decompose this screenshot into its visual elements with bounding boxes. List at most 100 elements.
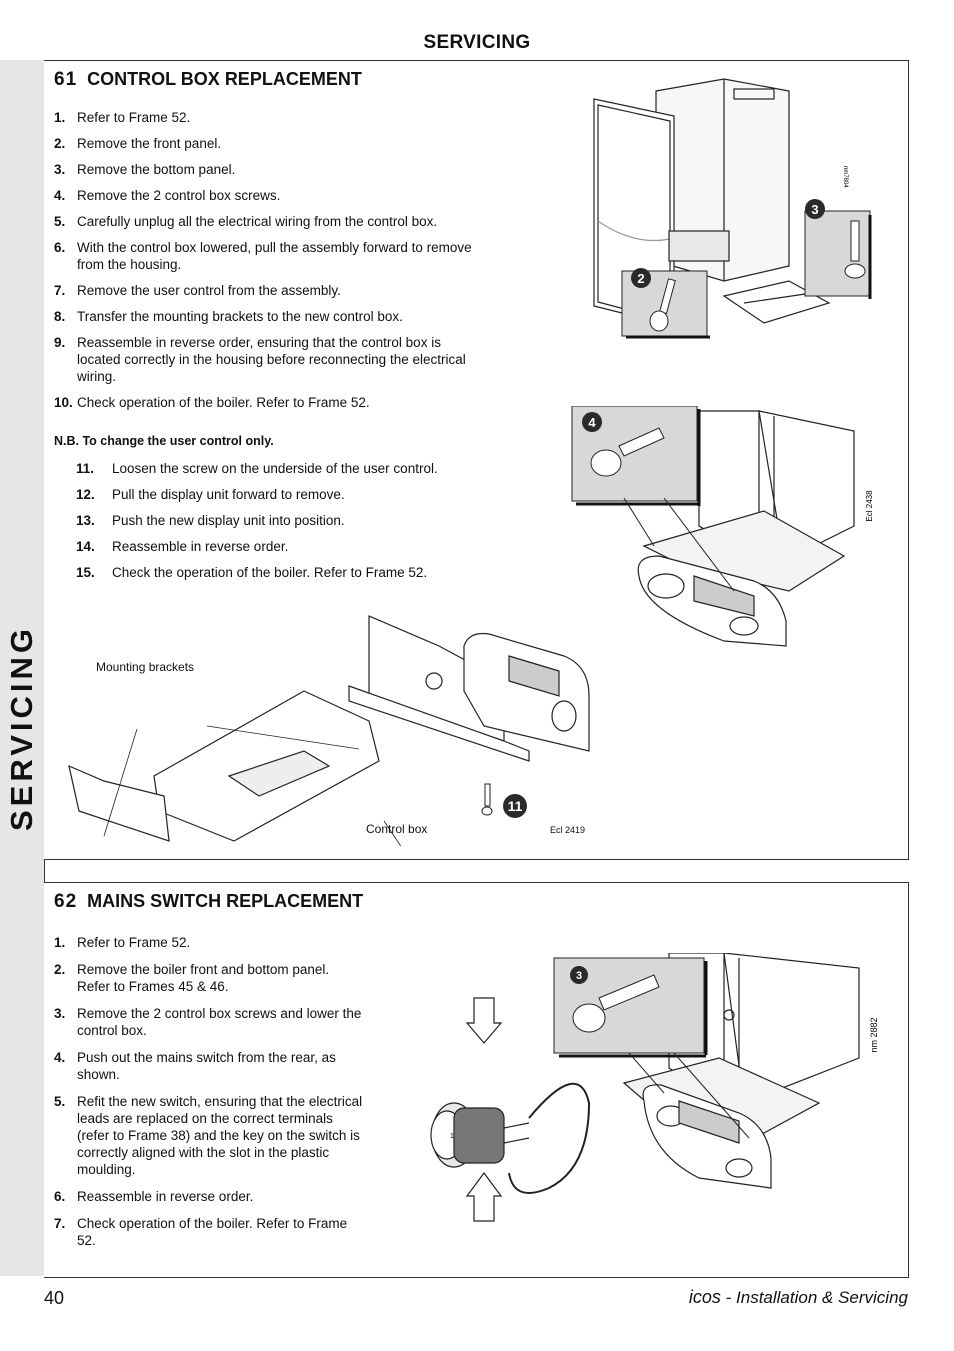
step-number: 10.: [54, 395, 73, 410]
step-item: 4.Remove the 2 control box screws.: [54, 187, 479, 204]
inset-screw-2: 2: [621, 268, 710, 339]
footer-title-text: - Installation & Servicing: [720, 1288, 908, 1307]
page-number: 40: [44, 1288, 65, 1308]
step-text: Check the operation of the boiler. Refer…: [112, 565, 428, 580]
step-item: 10.Check operation of the boiler. Refer …: [54, 394, 479, 411]
frame-62-title: MAINS SWITCH REPLACEMENT: [87, 891, 364, 911]
step-number: 7.: [54, 1216, 66, 1231]
leader-line-mounting-brackets-2: [103, 728, 138, 837]
frame-62-mains-switch-replacement: 62 MAINS SWITCH REPLACEMENT 1. Refer to Fr…: [44, 882, 909, 1278]
step-item: 6.With the control box lowered, pull the…: [54, 239, 479, 273]
step-text: Check operation of the boiler. Refer to …: [77, 1216, 348, 1248]
substep-item: 14. Reassemble in reverse order.: [54, 538, 494, 555]
frame-61-title: CONTROL BOX REPLACEMENT: [87, 69, 362, 89]
step-text: Push the new display unit into position.: [112, 513, 345, 528]
step-item: 4. Push out the mains switch from the rea…: [54, 1049, 364, 1083]
step-number: 13.: [76, 513, 95, 528]
step-text: Refer to Frame 52.: [77, 935, 191, 950]
badge-3-label: 3: [811, 202, 818, 217]
step-text: Pull the display unit forward to remove.: [112, 487, 345, 502]
frame-62-number: 62: [54, 891, 78, 912]
frame-62-step-list: 1. Refer to Frame 52. 2.Remove the boiler…: [54, 934, 364, 1249]
step-number: 7.: [54, 283, 66, 298]
step-item: 2. Remove the front panel.: [54, 135, 479, 152]
step-number: 6.: [54, 1189, 66, 1204]
step-text: Remove the 2 control box screws.: [77, 188, 281, 203]
step-text: Transfer the mounting brackets to the ne…: [77, 309, 403, 324]
step-text: Push out the mains switch from the rear,…: [77, 1050, 336, 1082]
step-number: 1.: [54, 110, 66, 125]
step-text: Refer to Frame 52.: [77, 110, 191, 125]
step-number: 14.: [76, 539, 95, 554]
badge-2: [631, 268, 651, 288]
diagram-ref-ecl2419: Ecl 2419: [550, 825, 586, 835]
step-number: 2.: [54, 962, 66, 977]
step-text: Remove the 2 control box screws and lowe…: [77, 1006, 362, 1038]
step-number: 5.: [54, 214, 66, 229]
step-number: 6.: [54, 240, 66, 255]
callout-mounting-brackets: Mounting brackets: [96, 660, 195, 674]
leader-line-mounting-brackets: [206, 725, 360, 750]
step-item: 9. Reassemble in reverse order, ensuring …: [54, 334, 479, 385]
step-item: 3. Remove the bottom panel.: [54, 161, 479, 178]
step-text: Loosen the screw on the underside of the…: [112, 461, 438, 476]
step-item: 7. Check operation of the boiler. Refer t…: [54, 1215, 364, 1249]
leader-line-control-box: [383, 820, 402, 846]
frame-61-substep-list: 11. Loosen the screw on the underside of …: [54, 460, 494, 581]
step-item: 2.Remove the boiler front and bottom pan…: [54, 961, 364, 995]
step-number: 4.: [54, 1050, 66, 1065]
step-number: 3.: [54, 1006, 66, 1021]
frame-61-heading: 61 CONTROL BOX REPLACEMENT: [54, 69, 362, 91]
page-header-title: SERVICING: [423, 32, 531, 53]
inset-screw-3: 3: [804, 199, 872, 299]
step-item: 8. Transfer the mounting brackets to the …: [54, 308, 479, 325]
step-number: 12.: [76, 487, 95, 502]
mains-switch-diagram: 1 nm 2882 3: [430, 953, 879, 1222]
user-control-diagram: Ecl 2438 4: [571, 406, 874, 647]
badge-4: [582, 412, 602, 432]
badge-4-label: 4: [588, 415, 596, 430]
switch-icon: 1: [450, 1133, 454, 1140]
step-text: Remove the front panel.: [77, 136, 222, 151]
brand-name: icos: [688, 1287, 721, 1307]
callout-control-box: Control box: [366, 822, 428, 836]
badge-11-label: 11: [508, 798, 523, 814]
step-number: 15.: [76, 565, 95, 580]
badge-3-frame62: [570, 966, 588, 984]
boiler-panels-diagram: nm7804 3 2: [593, 78, 872, 339]
step-item: 7. Remove the user control from the assem…: [54, 282, 479, 299]
step-item: 5.Refit the new switch, ensuring that th…: [54, 1093, 364, 1178]
step-number: 9.: [54, 335, 66, 350]
step-number: 1.: [54, 935, 66, 950]
step-item: 6.Reassemble in reverse order.: [54, 1188, 364, 1205]
step-text: Remove the bottom panel.: [77, 162, 236, 177]
step-number: 3.: [54, 162, 66, 177]
step-text: Carefully unplug all the electrical wiri…: [77, 214, 438, 229]
substep-item: 13. Push the new display unit into positi…: [54, 512, 494, 529]
step-number: 5.: [54, 1094, 66, 1109]
step-number: 8.: [54, 309, 66, 324]
step-number: 2.: [54, 136, 66, 151]
step-number: 11.: [76, 461, 95, 476]
frame-61-number: 61: [54, 69, 78, 90]
step-item: 3. Remove the 2 control box screws and lo…: [54, 1005, 364, 1039]
step-text: Reassemble in reverse order, ensuring th…: [77, 335, 466, 384]
frame-61-step-list: 1. Refer to Frame 52. 2. Remove the front …: [54, 109, 479, 411]
nb-note: N.B. To change the user control only.: [54, 434, 274, 448]
step-text: Reassemble in reverse order.: [112, 539, 289, 554]
screw-icon: [481, 783, 493, 816]
substep-item: 15. Check the operation of the boiler. Re…: [54, 564, 494, 581]
badge-3-frame62-label: 3: [576, 970, 582, 982]
badge-11: [503, 794, 527, 818]
control-box-exploded-diagram: 11: [68, 615, 590, 846]
sidebar-tab: SERVICING: [0, 60, 45, 1276]
footer-document-title: icos - Installation & Servicing: [689, 1287, 908, 1308]
sidebar-section-label: SERVICING: [4, 625, 39, 831]
frame-62-heading: 62 MAINS SWITCH REPLACEMENT: [54, 891, 363, 913]
step-text: Remove the user control from the assembl…: [77, 283, 341, 298]
inset-screw-4: 4: [571, 406, 735, 592]
diagram-ref-ecl2438: Ecl 2438: [865, 490, 874, 522]
substep-item: 12. Pull the display unit forward to remo…: [54, 486, 494, 503]
inset-screw-3-frame62: 3: [553, 957, 750, 1139]
step-item: 1. Refer to Frame 52.: [54, 934, 364, 951]
